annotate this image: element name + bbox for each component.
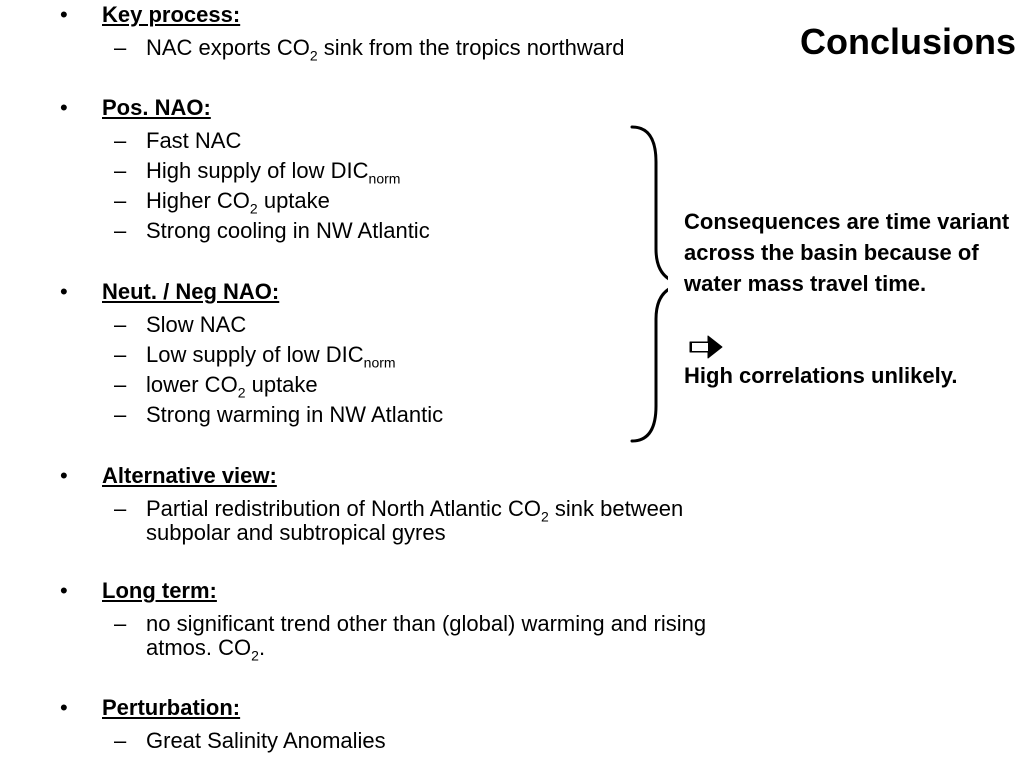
bullet-label: Key process: xyxy=(102,2,241,27)
bullet-dot-icon: • xyxy=(60,695,68,720)
bullet-block: • Long term: –no significant trend other t… xyxy=(60,576,720,666)
sub-item-text: Low supply of low DICnorm xyxy=(146,342,396,371)
text-run: Higher CO xyxy=(146,188,250,213)
sub-item-text: Strong warming in NW Atlantic xyxy=(146,402,443,427)
bullet-heading: • Pos. NAO: xyxy=(60,93,720,123)
bullet-heading: • Long term: xyxy=(60,576,720,606)
text-run: sink from the tropics northward xyxy=(317,35,625,60)
bullet-dot-icon: • xyxy=(60,95,68,120)
bullet-dot-icon: • xyxy=(60,279,68,304)
right-arrow-icon xyxy=(689,335,723,359)
bullet-label: Perturbation: xyxy=(102,695,241,720)
dash-icon: – xyxy=(114,158,127,183)
text-run: High supply of low DIC xyxy=(146,158,369,183)
dash-icon: – xyxy=(114,728,127,753)
sub-item: –Low supply of low DICnorm xyxy=(60,342,720,371)
consequence-text: Consequences are time variant across the… xyxy=(684,209,1010,296)
sub-item: –Fast NAC xyxy=(60,129,720,153)
bullet-dot-icon: • xyxy=(60,578,68,603)
dash-icon: – xyxy=(114,402,127,427)
bullet-block: • Perturbation: –Great Salinity Anomalies xyxy=(60,693,720,759)
dash-icon: – xyxy=(114,611,127,636)
bullet-block: •Neut. / Neg NAO:–Slow NAC–Low supply of… xyxy=(60,277,720,433)
sub-item-text: Slow NAC xyxy=(146,312,246,337)
text-run: uptake xyxy=(245,372,318,397)
text-run: Great Salinity Anomalies xyxy=(146,728,386,753)
dash-icon: – xyxy=(114,312,127,337)
sub-item-text: Great Salinity Anomalies xyxy=(146,728,386,753)
sub-item-text: NAC exports CO2 sink from the tropics no… xyxy=(146,35,625,64)
bullet-label: Alternative view: xyxy=(102,463,277,488)
subscript: 2 xyxy=(251,647,259,664)
bullet-heading: • Key process: xyxy=(60,0,720,30)
text-run: no significant trend other than (global)… xyxy=(146,611,707,660)
text-run: Fast NAC xyxy=(146,128,242,153)
sub-item: –Higher CO2 uptake xyxy=(60,188,720,217)
subscript: 2 xyxy=(249,200,258,217)
subscript: 2 xyxy=(309,47,318,64)
sub-item: –Strong warming in NW Atlantic xyxy=(60,403,720,427)
sub-item: –Strong cooling in NW Atlantic xyxy=(60,219,720,243)
text-run: . xyxy=(258,635,266,660)
sub-item-text: Fast NAC xyxy=(146,128,241,153)
dash-icon: – xyxy=(114,342,127,367)
right-curly-brace-icon xyxy=(630,125,668,443)
sub-item-text: High supply of low DICnorm xyxy=(146,158,401,187)
sub-item-text: Higher CO2 uptake xyxy=(146,188,330,217)
sub-item: –no significant trend other than (global… xyxy=(60,611,720,664)
bullet-heading: • Perturbation: xyxy=(60,693,720,723)
sub-item: –lower CO2 uptake xyxy=(60,372,720,401)
sub-item: –Great Salinity Anomalies xyxy=(60,729,720,753)
bullet-block: •Pos. NAO:–Fast NAC–High supply of low D… xyxy=(60,93,720,249)
dash-icon: – xyxy=(114,496,127,521)
text-run: sink between subpolar and subtropical gy… xyxy=(146,496,684,545)
bullet-label: Pos. NAO: xyxy=(102,95,211,120)
bullet-dot-icon: • xyxy=(60,2,68,27)
sub-item: –High supply of low DICnorm xyxy=(60,158,720,187)
subscript: 2 xyxy=(540,508,549,525)
text-run: lower CO xyxy=(146,372,238,397)
slide-title: Conclusions xyxy=(799,21,1016,62)
bullet-label: Long term: xyxy=(102,578,217,603)
text-run: Strong cooling in NW Atlantic xyxy=(146,218,430,243)
text-run: uptake xyxy=(257,188,330,213)
dash-icon: – xyxy=(114,218,127,243)
conclusion-text: High correlations unlikely. xyxy=(684,363,958,388)
bullet-label: Neut. / Neg NAO: xyxy=(102,279,280,304)
sub-item: –Partial redistribution of North Atlanti… xyxy=(60,497,720,545)
sub-item: –NAC exports CO2 sink from the tropics n… xyxy=(60,35,720,64)
sub-item-text: no significant trend other than (global)… xyxy=(146,611,707,664)
bullet-block: • Key process: –NAC exports CO2 sink from … xyxy=(60,0,720,66)
bullet-block: • Alternative view: –Partial redistributio… xyxy=(60,461,720,551)
text-run: NAC exports CO xyxy=(146,35,310,60)
sub-item-text: Partial redistribution of North Atlantic… xyxy=(146,496,683,545)
text-run: Slow NAC xyxy=(146,312,247,337)
sub-item-text: Strong cooling in NW Atlantic xyxy=(146,218,430,243)
bullet-heading: • Neut. / Neg NAO: xyxy=(60,277,720,307)
subscript: norm xyxy=(368,170,401,187)
text-run: Partial redistribution of North Atlantic… xyxy=(146,496,541,521)
dash-icon: – xyxy=(114,188,127,213)
dash-icon: – xyxy=(114,128,127,153)
bullet-dot-icon: • xyxy=(60,463,68,488)
text-run: Low supply of low DIC xyxy=(146,342,364,367)
dash-icon: – xyxy=(114,372,127,397)
sub-item-text: lower CO2 uptake xyxy=(146,372,318,401)
sub-item: –Slow NAC xyxy=(60,313,720,337)
dash-icon: – xyxy=(114,35,127,60)
subscript: 2 xyxy=(237,384,246,401)
bullet-heading: • Alternative view: xyxy=(60,461,720,491)
text-run: Strong warming in NW Atlantic xyxy=(146,402,444,427)
subscript: norm xyxy=(363,354,396,371)
